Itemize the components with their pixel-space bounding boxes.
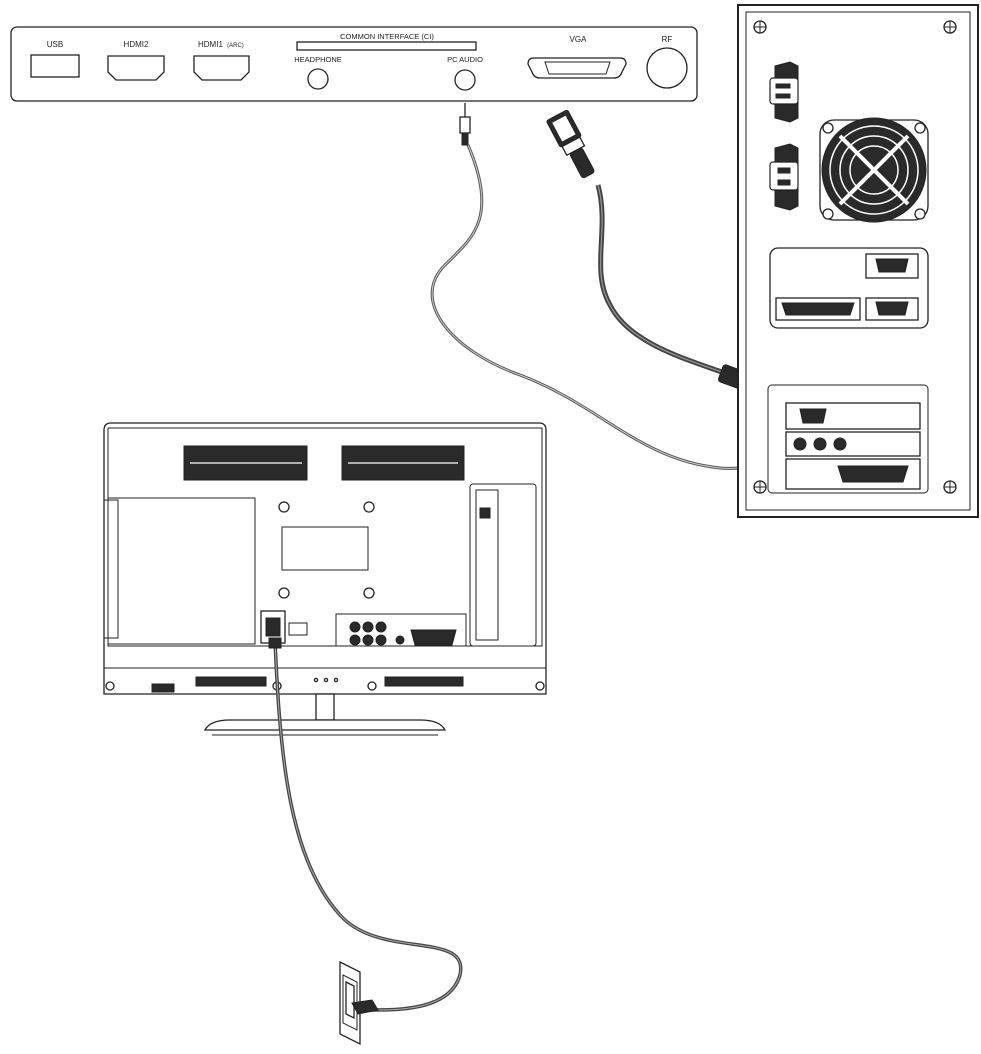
- stand-base: [203, 719, 447, 731]
- foot-screw-icon: [535, 681, 545, 691]
- usb-port: USB: [30, 40, 80, 78]
- side-port-icon: [479, 507, 491, 519]
- ci-slot-opening: [296, 41, 477, 51]
- screw-icon: [753, 20, 767, 34]
- audio-cable-highlight: [431, 144, 771, 469]
- expansion-slots: [767, 384, 929, 494]
- power-switch: [288, 622, 308, 636]
- pc-audio-socket: [454, 69, 476, 91]
- hdmi1-socket: [193, 55, 250, 81]
- vga-cable-wire: [595, 184, 731, 378]
- vga-card-slot: [785, 402, 921, 430]
- mount-hole-icon: [278, 501, 290, 513]
- pc-audio-jack: PC AUDIO: [447, 55, 483, 91]
- rear-av-panel: [335, 613, 467, 647]
- ci-label: COMMON INTERFACE (CI): [340, 32, 434, 41]
- wall-outlet: [339, 960, 379, 1046]
- vga-socket-inner: [544, 61, 611, 75]
- power-cord-plug-tv: [268, 637, 282, 649]
- rating-label-area: [281, 526, 369, 571]
- usb-socket: [30, 54, 80, 78]
- bottom-vents: [151, 676, 464, 693]
- vga-plug-boot: [570, 147, 595, 179]
- screw-icon: [943, 480, 957, 494]
- headphone-socket: [307, 68, 329, 90]
- hdmi1-label: HDMI1: [198, 40, 223, 49]
- mount-hole-icon: [363, 501, 375, 513]
- headphone-label: HEADPHONE: [294, 55, 342, 64]
- usb-label: USB: [47, 40, 63, 49]
- vga-label: VGA: [570, 35, 588, 44]
- headphone-jack: HEADPHONE: [294, 55, 342, 90]
- panel-outline: [10, 26, 698, 102]
- vga-port: VGA: [527, 35, 627, 79]
- fan-icon: [819, 117, 929, 223]
- power-cord-highlight: [274, 639, 462, 1011]
- side-connector-bay: [469, 483, 537, 647]
- foot-screw-icon: [105, 681, 115, 691]
- audio-plug-strain: [461, 132, 469, 146]
- hdmi2-port: HDMI2: [107, 40, 165, 81]
- rf-label: RF: [662, 35, 673, 44]
- screw-icon: [943, 20, 957, 34]
- tv-back-view: [103, 422, 547, 736]
- wall-plug: [351, 999, 379, 1015]
- foot-screw-icon: [367, 681, 377, 691]
- screw-icon: [753, 480, 767, 494]
- audio-plug-top: [459, 103, 471, 146]
- hdmi2-socket: [107, 55, 165, 81]
- av-jacks: [349, 621, 405, 646]
- tv-connector-panel: USB HDMI2 HDMI1 (ARC) COMMON INTERFACE (…: [10, 26, 698, 102]
- mount-hole-icon: [363, 587, 375, 599]
- ci-slot: COMMON INTERFACE (CI): [296, 32, 477, 51]
- hdmi1-port: HDMI1 (ARC): [193, 40, 250, 81]
- hdmi1-arc-label: (ARC): [227, 43, 244, 49]
- rf-port: RF: [646, 35, 688, 89]
- power-output-socket: [769, 143, 799, 211]
- mount-hole-icon: [278, 587, 290, 599]
- hdmi1-label-group: HDMI1 (ARC): [198, 40, 244, 49]
- rf-socket: [646, 47, 688, 89]
- power-cord-wire: [273, 639, 463, 1012]
- io-shield: [769, 247, 929, 329]
- power-cord: [268, 637, 463, 1012]
- stand-neck: [315, 693, 335, 721]
- vga-socket: [527, 57, 627, 79]
- pc-case-inner: [745, 11, 971, 511]
- audio-plug-body: [459, 116, 471, 134]
- vga-plug-face: [551, 114, 577, 143]
- tv-outline: [103, 422, 547, 695]
- left-cover-panel: [107, 497, 256, 645]
- vga-plug-top: [546, 109, 595, 179]
- hdmi2-label: HDMI2: [124, 40, 149, 49]
- pc-audio-label: PC AUDIO: [447, 55, 483, 64]
- scart-socket: [410, 629, 457, 646]
- audio-card-slot: [785, 431, 921, 457]
- left-edge-strip: [103, 499, 119, 639]
- pc-tower: [737, 4, 979, 518]
- power-input-socket: [769, 61, 799, 123]
- outlet-socket: [345, 980, 355, 1020]
- vga-cable-highlight: [597, 184, 731, 376]
